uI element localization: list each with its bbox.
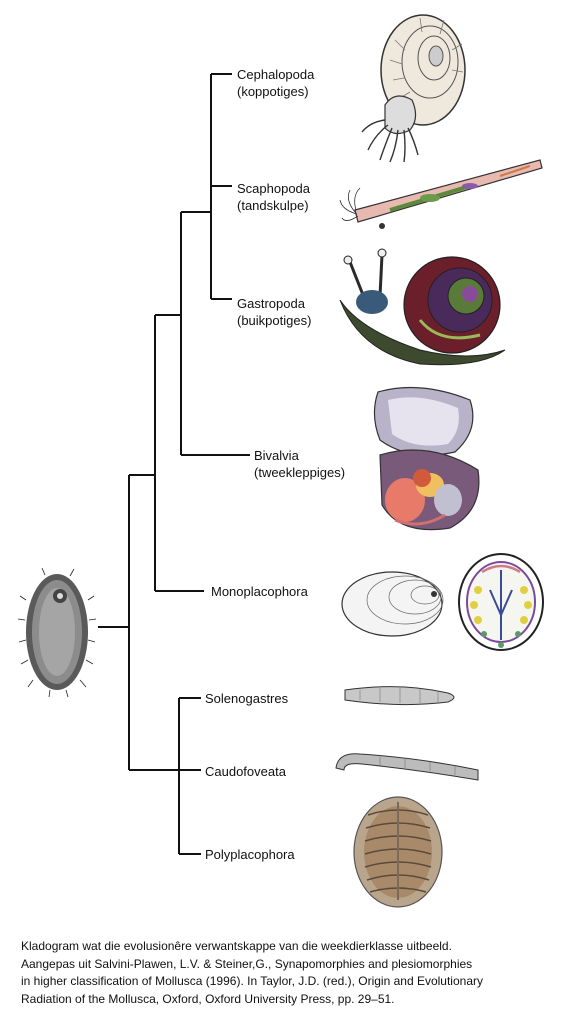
taxon-common-name: (buikpotiges)	[237, 313, 312, 328]
label-bivalvia: Bivalvia (tweekleppiges)	[254, 447, 345, 481]
taxon-name: Cephalopoda	[237, 67, 315, 82]
taxon-name: Bivalvia	[254, 448, 299, 463]
monoplacophoran-illustration	[341, 571, 444, 637]
taxon-name: Monoplacophora	[211, 584, 308, 599]
tusk-shell-illustration	[339, 159, 543, 229]
nautilus-illustration	[361, 14, 466, 163]
cladogram-branches	[98, 73, 250, 855]
snail-illustration	[339, 248, 506, 366]
taxon-common-name: (tandskulpe)	[237, 198, 309, 213]
caption-line: in higher classification of Mollusca (19…	[21, 974, 483, 988]
clam-illustration	[373, 386, 480, 531]
label-caudofoveata: Caudofoveata	[205, 763, 286, 780]
label-scaphopoda: Scaphopoda (tandskulpe)	[237, 180, 310, 214]
caption-line: Kladogram wat die evolusionêre verwantsk…	[21, 939, 452, 953]
figure-caption: Kladogram wat die evolusionêre verwantsk…	[21, 938, 581, 1008]
ancestor-mollusc-illustration	[17, 567, 97, 698]
taxon-name: Caudofoveata	[205, 764, 286, 779]
taxon-name: Solenogastres	[205, 691, 289, 706]
taxon-name: Gastropoda	[237, 296, 305, 311]
caption-line: Aangepas uit Salvini-Plawen, L.V. & Stei…	[21, 956, 473, 971]
chiton-illustration	[353, 796, 443, 908]
monoplacophoran-anatomy-illustration	[458, 553, 544, 651]
taxon-name: Scaphopoda	[237, 181, 311, 196]
label-solenogastres: Solenogastres	[205, 690, 288, 707]
taxon-name: Polyplacophora	[205, 847, 295, 862]
taxon-common-name: (tweekleppiges)	[254, 465, 346, 480]
caption-line: Radiation of the Mollusca, Oxford, Oxfor…	[21, 991, 395, 1006]
label-polyplacophora: Polyplacophora	[205, 846, 295, 863]
label-gastropoda: Gastropoda (buikpotiges)	[237, 295, 311, 329]
label-cephalopoda: Cephalopoda (koppotiges)	[237, 66, 314, 100]
taxon-common-name: (koppotiges)	[237, 84, 309, 99]
caudofoveate-illustration	[335, 753, 479, 781]
worm-mollusc-illustration	[344, 686, 455, 706]
label-monoplacophora: Monoplacophora	[211, 583, 308, 600]
